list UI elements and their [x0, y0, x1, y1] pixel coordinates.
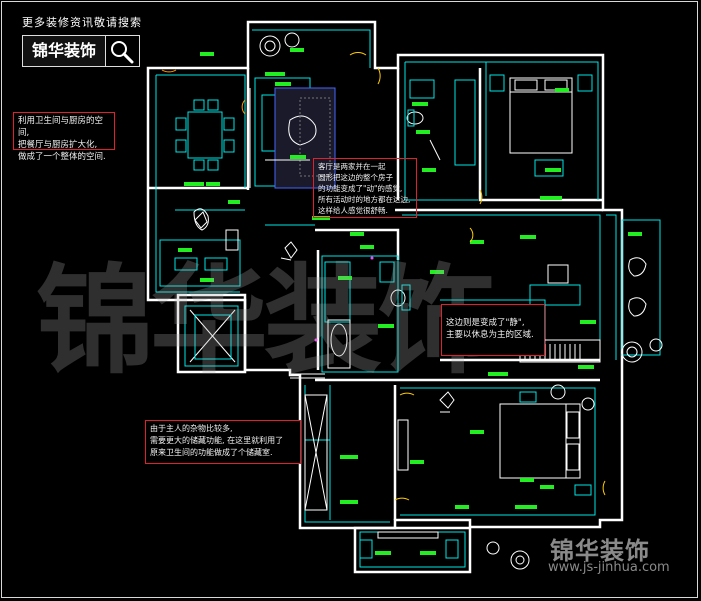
- balcony-bottom: [359, 531, 459, 559]
- note-line: 利用卫生间与厨房的空间,: [18, 116, 104, 138]
- search-button[interactable]: [107, 37, 137, 65]
- living-sofa: [254, 77, 336, 189]
- dining-table: [175, 99, 235, 171]
- note-line: 原来卫生间的功能做成了个储藏室.: [150, 448, 273, 457]
- cabinet: [249, 88, 310, 188]
- note-line: 由于主人的杂物比较多,: [150, 424, 233, 433]
- search-icon: [111, 41, 134, 64]
- hall-steps: [290, 373, 325, 379]
- note-line: 需要更大的储藏功能, 在这里就利用了: [150, 436, 284, 445]
- human-figures: [194, 211, 455, 413]
- note-line: 这边则是变成了"静",: [446, 318, 525, 328]
- kitchen-counter: [159, 229, 241, 287]
- toilet-kitchen: [193, 208, 209, 231]
- header-tagline: 更多装修资讯敬请搜索: [22, 16, 142, 29]
- footer-url: www.js-jinhua.com: [548, 560, 670, 575]
- note-line: 所有活动时的地方都在这边,: [318, 195, 411, 204]
- brand-search-box: 锦华装饰: [22, 35, 140, 67]
- bed-top: [489, 74, 593, 177]
- brand-name: 锦华装饰: [23, 36, 106, 66]
- doors: [161, 51, 606, 501]
- markers: [314, 256, 374, 342]
- note-line: 把餐厅与厨房扩大化,: [18, 140, 98, 150]
- watermark-text: 锦华装饰: [36, 251, 496, 390]
- room-dividers: [175, 209, 331, 520]
- note-line: 的功能变成了"动"的感觉,: [318, 184, 403, 193]
- note-living: 客厅是两家并在一起 圆形把这边的整个房子 的功能变成了"动"的感觉, 所有活动时…: [313, 158, 417, 218]
- bed-bottom: [397, 391, 592, 496]
- note-line: 做成了一个整体的空间.: [18, 152, 106, 162]
- note-study: 这边则是变成了"静", 主要以休息为主的区域.: [441, 304, 545, 356]
- note-line: 客厅是两家并在一起: [318, 162, 386, 171]
- storage-closet: [304, 394, 328, 511]
- note-line: 主要以休息为主的区域.: [446, 330, 534, 340]
- room-labels: [178, 48, 642, 555]
- note-line: 圆形把这边的整个房子: [318, 173, 393, 182]
- footer-brand: 锦华装饰: [550, 537, 650, 565]
- elevator: [189, 309, 236, 363]
- bathroom-top: [406, 79, 476, 166]
- bathroom: [324, 261, 411, 369]
- plants: [259, 32, 663, 570]
- note-kitchen-dining: 利用卫生间与厨房的空间, 把餐厅与厨房扩大化, 做成了一个整体的空间.: [13, 112, 115, 162]
- note-storage: 由于主人的杂物比较多, 需要更大的储藏功能, 在这里就利用了 原来卫生间的功能做…: [145, 420, 301, 464]
- note-line: 这样给人感觉很舒畅.: [318, 206, 388, 215]
